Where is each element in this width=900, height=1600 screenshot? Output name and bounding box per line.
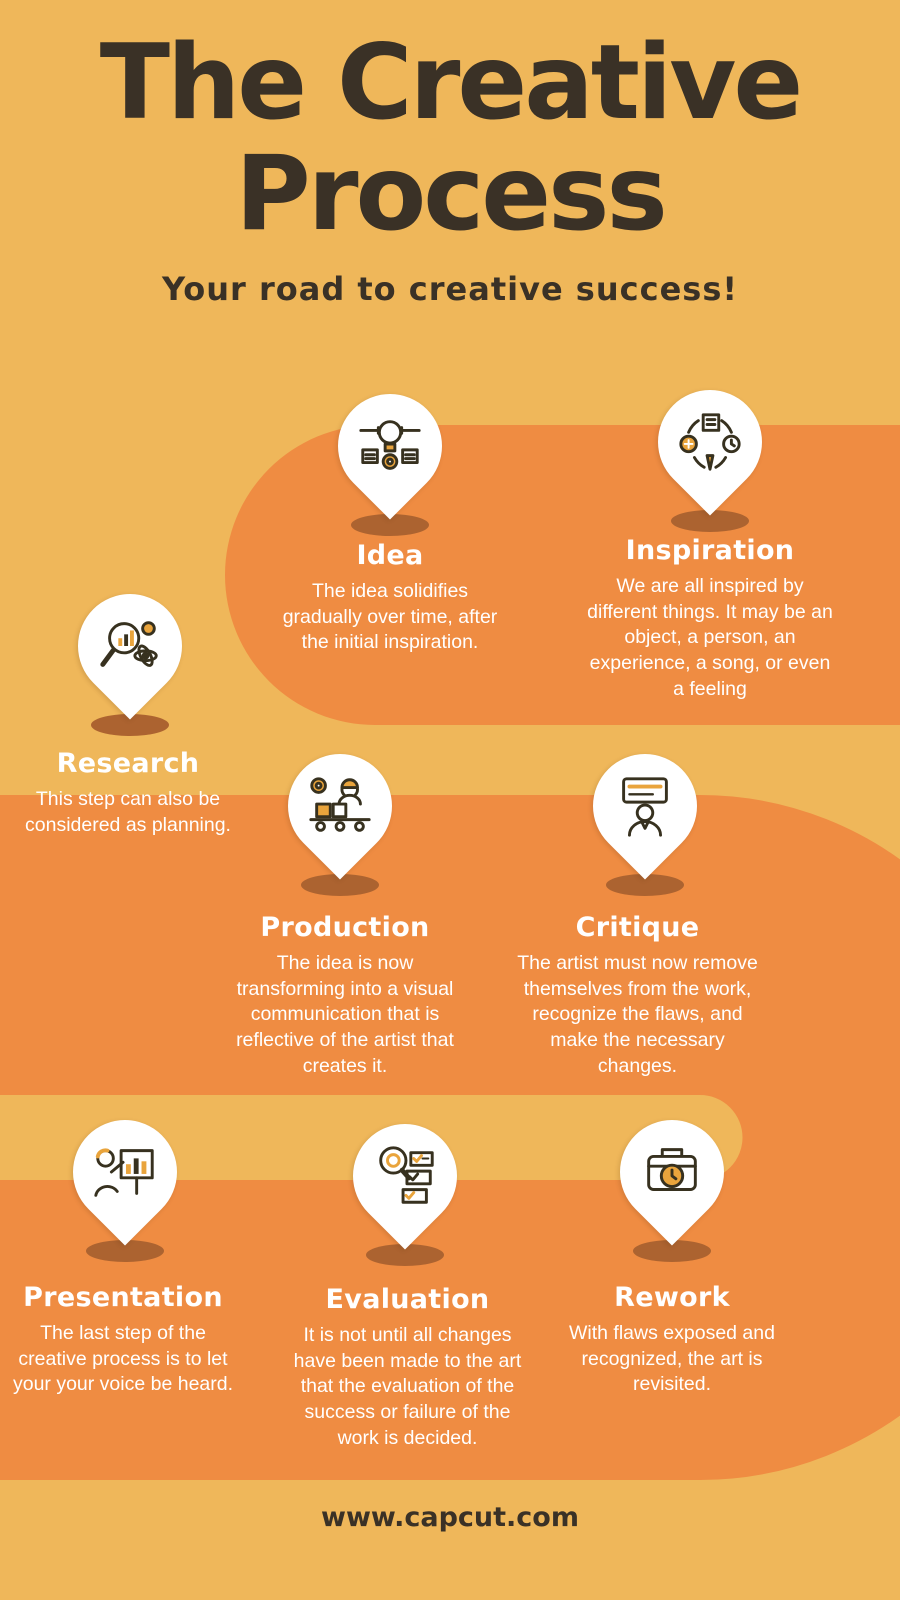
pin-shadow	[351, 514, 429, 536]
map-pin-idea	[315, 372, 465, 536]
step-description-critique: The artist must now remove themselves fr…	[517, 952, 758, 1077]
map-pin-inspiration	[635, 368, 785, 532]
pin-marker	[331, 1102, 479, 1250]
step-description-presentation: The last step of the creative process is…	[12, 1322, 234, 1396]
pin-shadow	[86, 1240, 164, 1262]
map-pin-rework	[597, 1098, 747, 1262]
step-title-presentation: Presentation	[23, 1282, 223, 1313]
header: The Creative Process Your road to creati…	[0, 23, 900, 309]
rework-toolbox-clock-icon	[637, 1137, 707, 1207]
step-inspiration: Inspiration We are all inspired by diffe…	[585, 535, 835, 703]
pin-shadow	[91, 714, 169, 736]
pin-marker	[266, 732, 414, 880]
production-conveyor-icon	[305, 771, 375, 841]
pin-shadow	[633, 1240, 711, 1262]
map-pin-research	[55, 572, 205, 736]
page-title: The Creative Process	[0, 23, 900, 255]
pin-marker	[316, 372, 464, 520]
pin-shadow	[606, 874, 684, 896]
step-description-evaluation: It is not until all changes have been ma…	[293, 1324, 522, 1449]
step-production: Production The idea is now transforming …	[230, 912, 460, 1080]
step-title-research: Research	[56, 748, 200, 779]
evaluation-checklist-magnifier-icon	[370, 1141, 440, 1211]
map-pin-presentation	[50, 1098, 200, 1262]
presentation-chart-person-icon	[90, 1137, 160, 1207]
pin-marker	[598, 1098, 746, 1246]
pin-marker	[571, 732, 719, 880]
map-pin-production	[265, 732, 415, 896]
step-description-research: This step can also be considered as plan…	[25, 788, 231, 836]
step-critique: Critique The artist must now remove them…	[515, 912, 760, 1080]
step-description-inspiration: We are all inspired by different things.…	[587, 575, 833, 700]
page-title-line2: Process	[235, 134, 668, 255]
step-title-evaluation: Evaluation	[325, 1284, 490, 1315]
step-presentation: Presentation The last step of the creati…	[8, 1282, 238, 1398]
step-description-idea: The idea solidifies gradually over time,…	[282, 580, 498, 654]
step-title-inspiration: Inspiration	[625, 535, 795, 566]
step-description-rework: With flaws exposed and recognized, the a…	[569, 1322, 775, 1396]
step-title-rework: Rework	[614, 1282, 730, 1313]
critique-review-board-icon	[610, 771, 680, 841]
pin-marker	[56, 572, 204, 720]
pin-marker	[636, 368, 784, 516]
pin-shadow	[366, 1244, 444, 1266]
map-pin-critique	[570, 732, 720, 896]
inspiration-bulb-orbit-icon	[675, 407, 745, 477]
step-evaluation: Evaluation It is not until all changes h…	[285, 1284, 530, 1452]
step-rework: Rework With flaws exposed and recognized…	[557, 1282, 787, 1398]
pin-shadow	[301, 874, 379, 896]
step-description-production: The idea is now transforming into a visu…	[236, 952, 454, 1077]
page-title-line1: The Creative	[99, 23, 804, 143]
research-magnifier-chart-icon	[95, 611, 165, 681]
map-pin-evaluation	[330, 1102, 480, 1266]
step-idea: Idea The idea solidifies gradually over …	[280, 540, 500, 656]
step-title-critique: Critique	[575, 912, 700, 943]
pin-shadow	[671, 510, 749, 532]
pin-marker	[51, 1098, 199, 1246]
step-research: Research This step can also be considere…	[20, 748, 236, 838]
step-title-idea: Idea	[356, 540, 424, 571]
step-title-production: Production	[260, 912, 430, 943]
page-subtitle: Your road to creative success!	[162, 270, 738, 309]
idea-bulb-icon	[355, 411, 425, 481]
footer-website: www.capcut.com	[321, 1502, 579, 1533]
